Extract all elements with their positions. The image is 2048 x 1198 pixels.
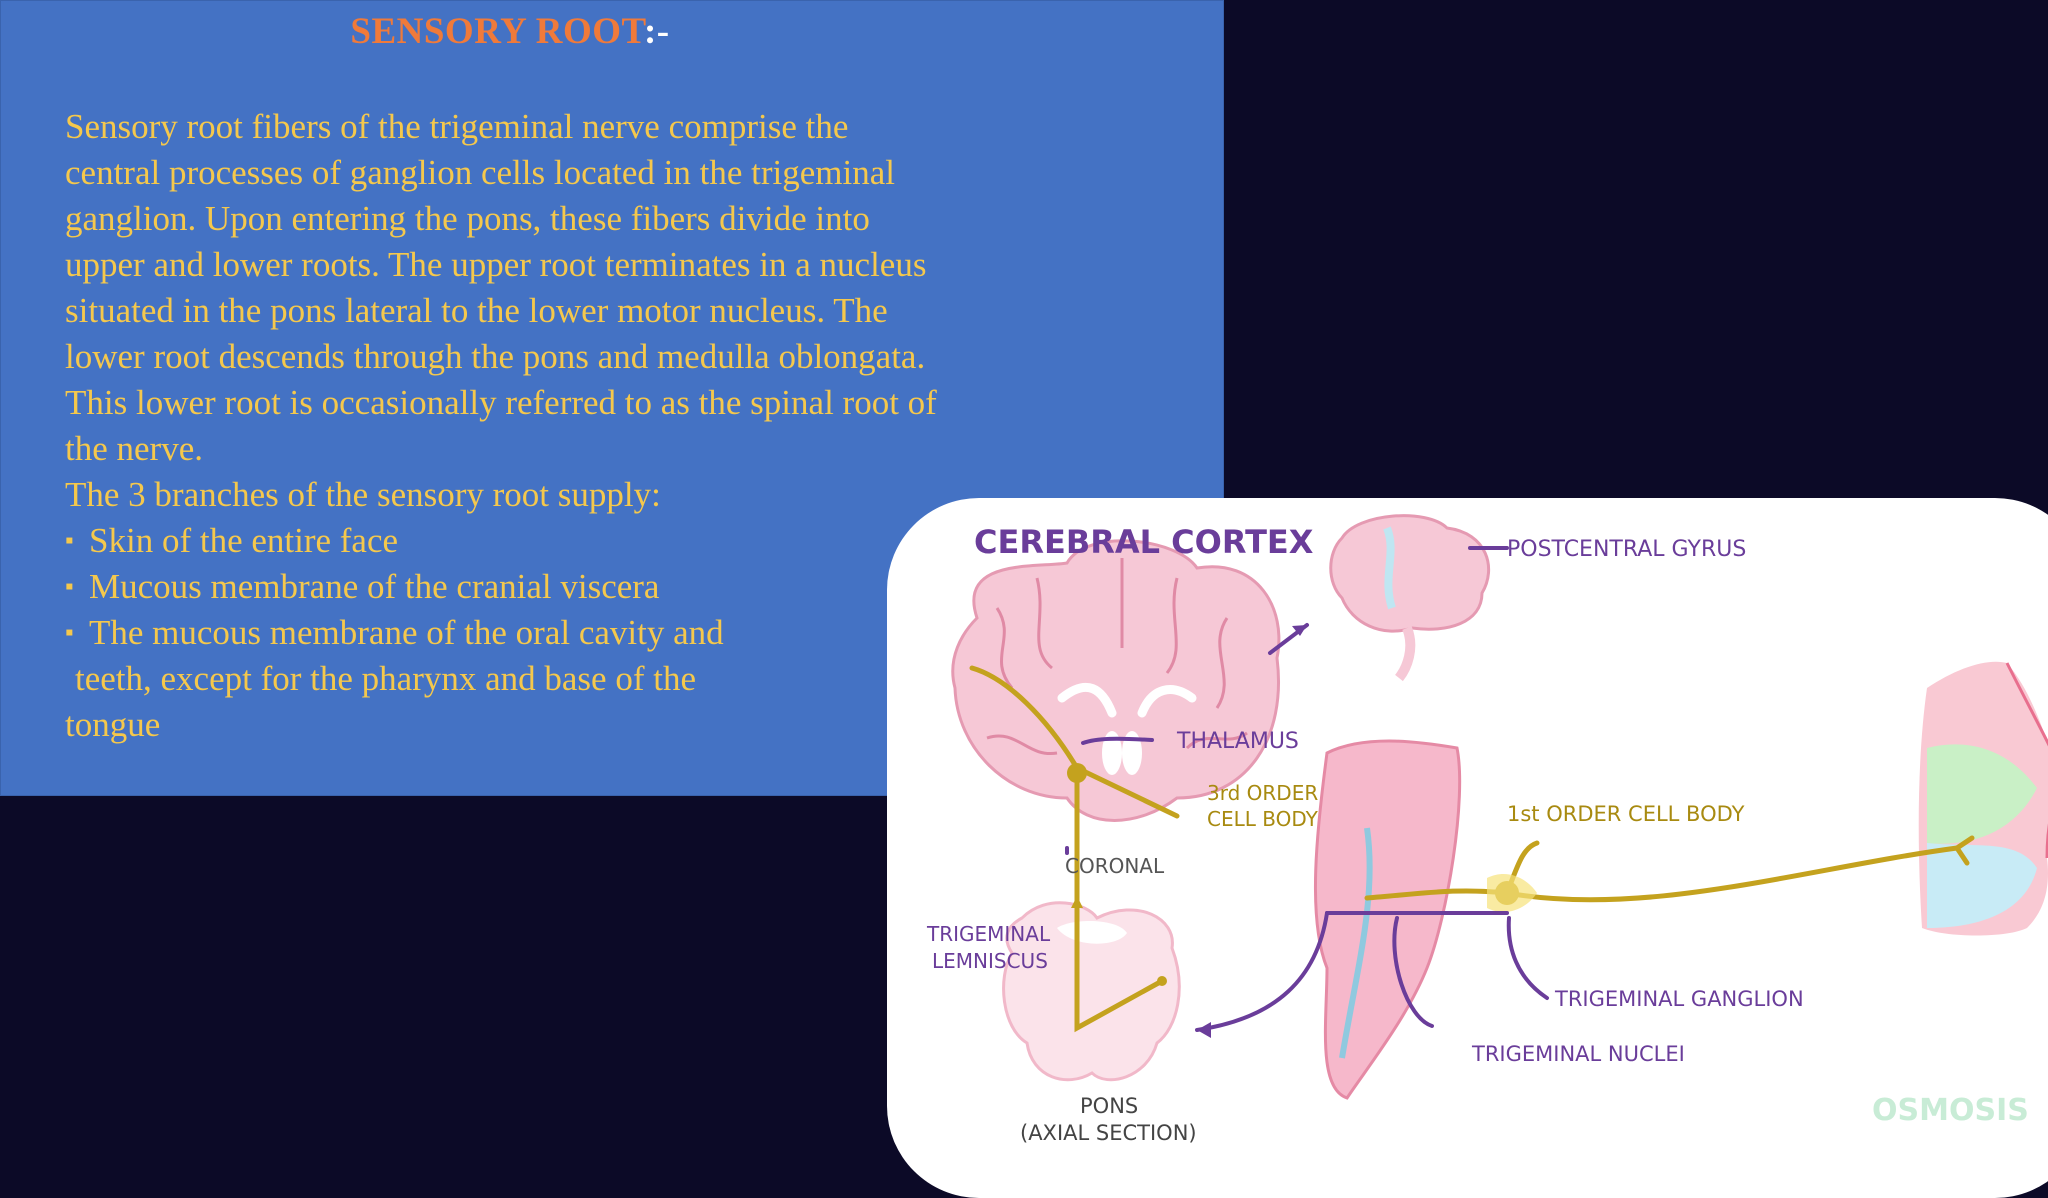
label-postcentral-gyrus: POSTCENTRAL GYRUS bbox=[1507, 537, 1746, 562]
list-item-continuation: tongue bbox=[65, 705, 161, 744]
paragraph-line: situated in the pons lateral to the lowe… bbox=[65, 291, 888, 330]
slide-text-panel: SENSORY ROOT:- Sensory root fibers of th… bbox=[0, 0, 1224, 796]
branch-list: ▪ Skin of the entire face ▪ Mucous membran… bbox=[65, 518, 1065, 656]
label-lemniscus: LEMNISCUS bbox=[932, 949, 1048, 973]
paragraph-line: upper and lower roots. The upper root te… bbox=[65, 245, 927, 284]
osmosis-watermark: OSMOSIS bbox=[1872, 1093, 2029, 1128]
paragraph-line: ganglion. Upon entering the pons, these … bbox=[65, 199, 870, 238]
leader-lines bbox=[1065, 546, 1549, 1032]
label-thalamus: THALAMUS bbox=[1176, 729, 1299, 754]
list-item-text: Mucous membrane of the cranial viscera bbox=[89, 567, 660, 606]
paragraph-line: the nerve. bbox=[65, 429, 203, 468]
paragraph-line: central processes of ganglion cells loca… bbox=[65, 153, 895, 192]
label-trigeminal: TRIGEMINAL bbox=[926, 922, 1051, 946]
slide-title-main: SENSORY ROOT bbox=[350, 11, 644, 52]
list-item: ▪ Skin of the entire face bbox=[65, 518, 1065, 564]
lateral-brain-illustration bbox=[1329, 514, 1491, 682]
label-first-order-cell-body: 1st ORDER CELL BODY bbox=[1507, 802, 1745, 826]
list-intro: The 3 branches of the sensory root suppl… bbox=[65, 475, 661, 514]
list-item: ▪ Mucous membrane of the cranial viscera bbox=[65, 564, 1065, 610]
label-trigeminal-ganglion: TRIGEMINAL GANGLION bbox=[1554, 987, 1804, 1011]
paragraph-line: Sensory root fibers of the trigeminal ne… bbox=[65, 107, 849, 146]
label-cerebral-cortex: CEREBRAL CORTEX bbox=[974, 523, 1314, 561]
trigeminal-pathway-figure: CEREBRAL CORTEX POSTCENTRAL GYRUS THALAM… bbox=[887, 498, 2048, 1198]
list-item-text: The mucous membrane of the oral cavity a… bbox=[89, 613, 724, 652]
slide-title: SENSORY ROOT:- bbox=[0, 10, 1020, 53]
label-axial-section: (AXIAL SECTION) bbox=[1020, 1121, 1197, 1145]
bullet-square-icon: ▪ bbox=[65, 620, 74, 646]
label-coronal: CORONAL bbox=[1065, 854, 1165, 878]
brainstem-illustration bbox=[1313, 739, 1462, 1100]
list-item-text: Skin of the entire face bbox=[89, 521, 399, 560]
slide-title-suffix: :- bbox=[643, 11, 670, 52]
label-cell-body: CELL BODY bbox=[1207, 807, 1319, 831]
coronal-brain-illustration bbox=[951, 539, 1281, 822]
label-trigeminal-nuclei: TRIGEMINAL NUCLEI bbox=[1471, 1042, 1685, 1066]
list-item-continuation: teeth, except for the pharynx and base o… bbox=[75, 659, 696, 698]
label-third-order: 3rd ORDER bbox=[1207, 781, 1318, 805]
nerve-pathway bbox=[969, 665, 1975, 1033]
face-illustration bbox=[1918, 661, 2048, 936]
label-pons: PONS bbox=[1080, 1094, 1138, 1118]
slide-body: Sensory root fibers of the trigeminal ne… bbox=[65, 104, 1065, 748]
paragraph-line: lower root descends through the pons and… bbox=[65, 337, 926, 376]
paragraph-line: This lower root is occasionally referred… bbox=[65, 383, 937, 422]
bullet-square-icon: ▪ bbox=[65, 574, 74, 600]
figure-illustration: CEREBRAL CORTEX POSTCENTRAL GYRUS THALAM… bbox=[926, 514, 2048, 1145]
bullet-square-icon: ▪ bbox=[65, 528, 74, 554]
list-item: ▪ The mucous membrane of the oral cavity … bbox=[65, 610, 1065, 656]
